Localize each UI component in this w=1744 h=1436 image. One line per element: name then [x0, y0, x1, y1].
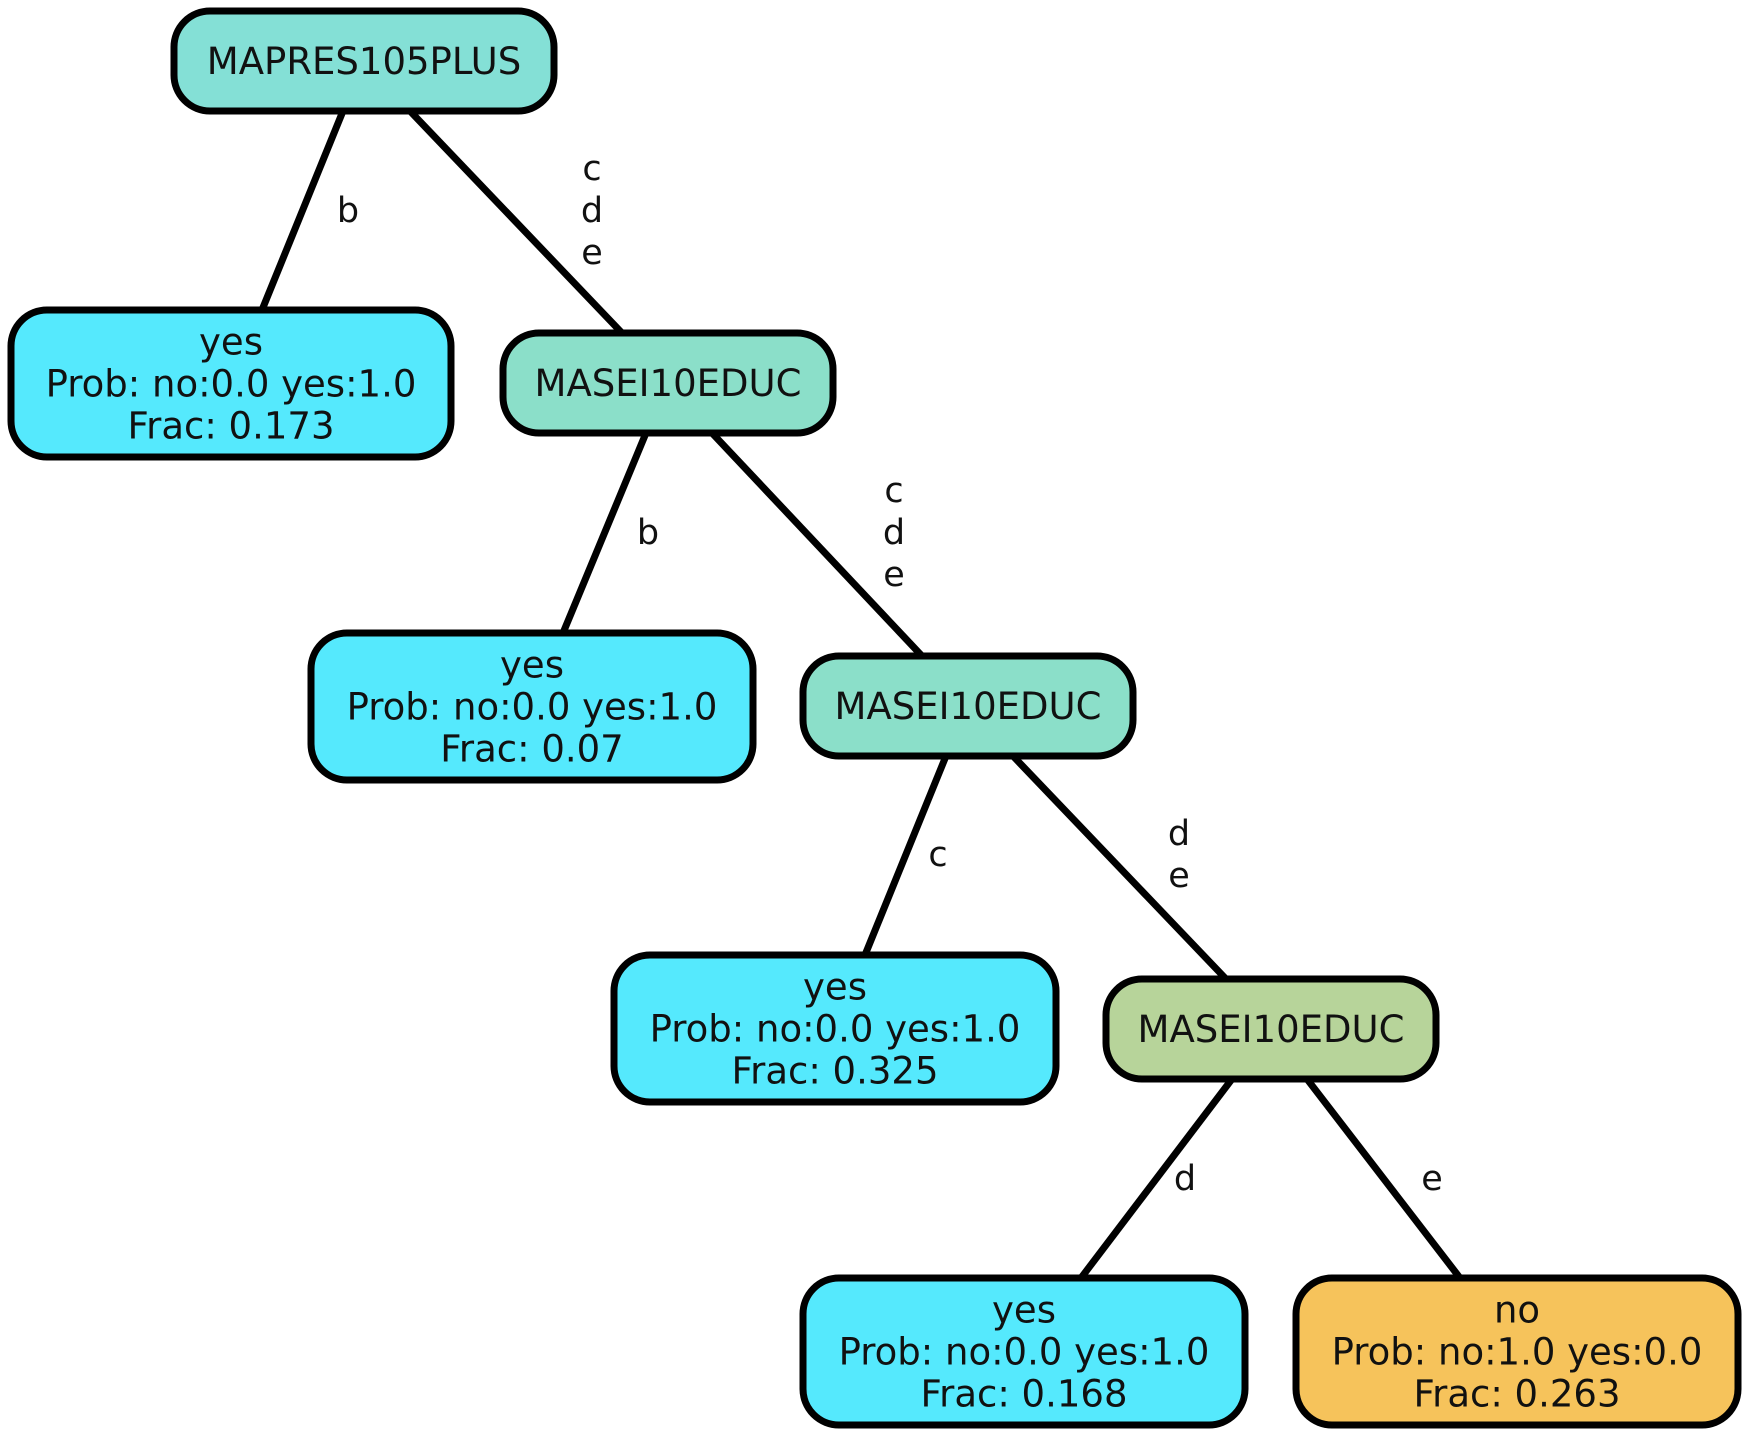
edge-label: c [928, 835, 947, 875]
node-title: yes [803, 966, 867, 1009]
node-box [307, 629, 757, 784]
node-probability: Prob: no:0.0 yes:1.0 [839, 1331, 1210, 1374]
node-probability: Prob: no:0.0 yes:1.0 [46, 363, 417, 406]
node-box [610, 951, 1060, 1106]
node-box [1102, 975, 1440, 1083]
node-probability: Prob: no:0.0 yes:1.0 [347, 686, 718, 729]
node-fraction: Frac: 0.263 [1414, 1373, 1621, 1416]
edge-label: e [581, 233, 603, 273]
edge-n0-n1 [258, 109, 347, 312]
edge-label: d [581, 191, 603, 231]
edge-n0-n2 [407, 108, 625, 336]
edge-label: d [883, 513, 905, 553]
split-node: MASEI10EDUC [799, 652, 1137, 760]
node-title: yes [199, 321, 263, 364]
node-probability: Prob: no:1.0 yes:0.0 [1332, 1331, 1703, 1374]
edge-n4-n5 [861, 754, 950, 957]
node-fraction: Frac: 0.173 [128, 405, 335, 448]
node-title: MASEI10EDUC [1138, 1008, 1405, 1051]
node-box [7, 306, 455, 461]
edge-label: b [637, 513, 659, 553]
edge-label: c [582, 149, 601, 189]
edge-label: d [1168, 814, 1190, 854]
edge-n2-n4 [709, 430, 925, 659]
node-fraction: Frac: 0.07 [440, 728, 623, 771]
node-title: yes [992, 1289, 1056, 1332]
edge-label: e [883, 555, 905, 595]
edge-label: b [337, 191, 359, 231]
node-title: yes [500, 644, 564, 687]
node-title: no [1494, 1289, 1540, 1332]
split-node: MASEI10EDUC [499, 329, 837, 437]
node-probability: Prob: no:0.0 yes:1.0 [650, 1008, 1021, 1051]
split-node: MASEI10EDUC [1102, 975, 1440, 1083]
node-fraction: Frac: 0.168 [921, 1373, 1128, 1416]
node-box [499, 329, 837, 437]
node-box [799, 652, 1137, 760]
edge-label: e [1421, 1159, 1443, 1199]
edge-label: d [1174, 1159, 1196, 1199]
edge-n6-n8 [1304, 1076, 1463, 1281]
node-fraction: Frac: 0.325 [732, 1050, 939, 1093]
split-node: MAPRES105PLUS [170, 7, 558, 115]
node-box [170, 7, 558, 115]
edge-n4-n6 [1010, 753, 1229, 982]
edge-label: e [1168, 856, 1190, 896]
edge-label: c [884, 471, 903, 511]
node-title: MASEI10EDUC [535, 362, 802, 405]
node-box [1292, 1274, 1742, 1429]
edge-n2-n3 [559, 431, 650, 635]
edge-n6-n7 [1078, 1076, 1235, 1281]
node-title: MASEI10EDUC [835, 685, 1102, 728]
node-title: MAPRES105PLUS [207, 40, 521, 83]
node-box [799, 1274, 1249, 1429]
